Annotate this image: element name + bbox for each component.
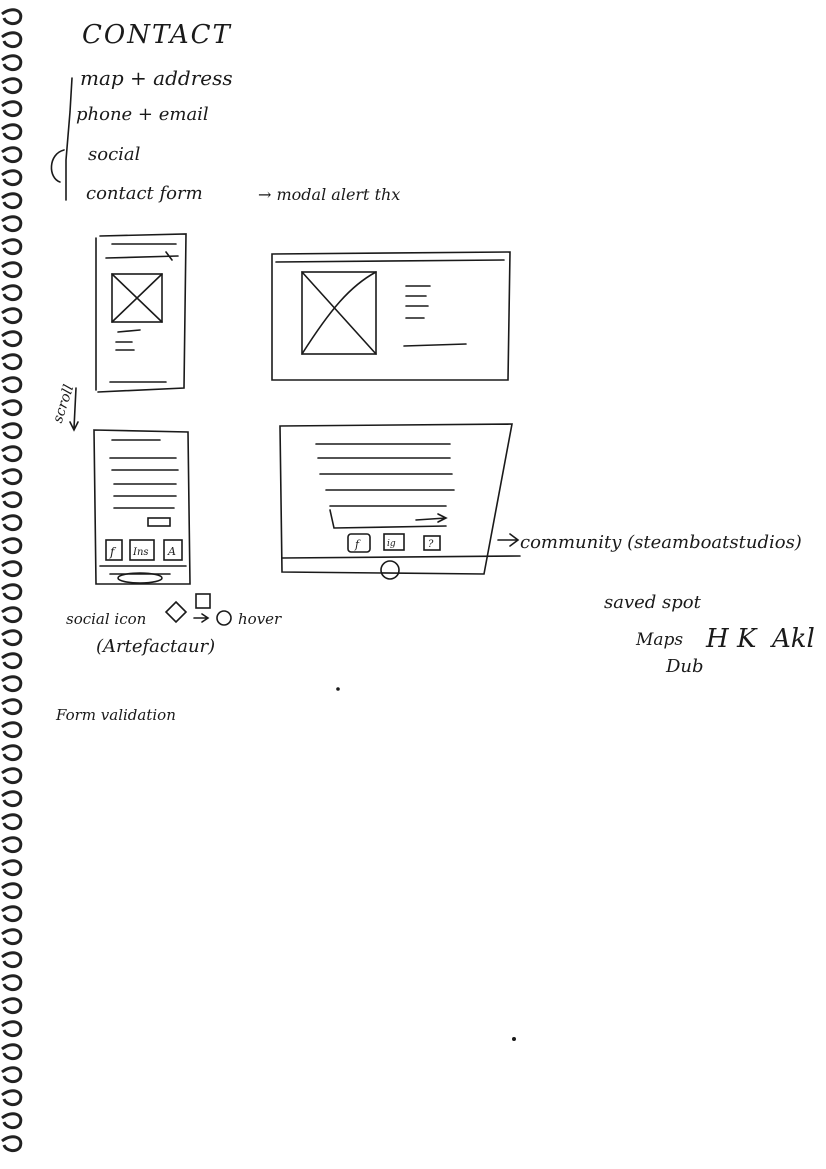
label-social-icon: social icon (66, 610, 147, 628)
label-hk: H K (706, 624, 757, 654)
spiral-ring (1, 376, 23, 394)
label-hover: hover (238, 610, 282, 628)
spiral-ring (1, 330, 23, 348)
page-title: CONTACT (82, 20, 232, 50)
spiral-binding (1, 8, 23, 1153)
note-map-address: map + address (80, 66, 233, 90)
spiral-ring (1, 422, 23, 440)
mobile-wireframe-form (93, 429, 191, 585)
hover-arrow (193, 613, 210, 623)
spiral-ring (1, 146, 23, 164)
note-modal-alert: → modal alert thx (258, 185, 401, 204)
spiral-ring (1, 767, 23, 785)
spiral-ring (1, 399, 23, 417)
spiral-ring (1, 652, 23, 670)
spiral-ring (1, 537, 23, 555)
spiral-ring (1, 468, 23, 486)
spiral-ring (1, 353, 23, 371)
spiral-ring (1, 813, 23, 831)
spiral-ring (1, 882, 23, 900)
note-social: social (88, 144, 141, 165)
desktop-wireframe-form (279, 423, 521, 580)
spiral-ring (1, 77, 23, 95)
spiral-ring (1, 1020, 23, 1038)
spiral-ring (1, 8, 23, 26)
spiral-ring (1, 215, 23, 233)
note-contact-form: contact form (86, 183, 203, 204)
notes-bracket (65, 77, 73, 201)
spiral-ring (1, 1066, 23, 1084)
square-icon (195, 593, 211, 609)
spiral-ring (1, 307, 23, 325)
spiral-ring (1, 1135, 23, 1153)
spiral-ring (1, 1112, 23, 1130)
community-arrow (497, 533, 520, 547)
notes-curl-arrow (50, 149, 65, 183)
spiral-ring (1, 284, 23, 302)
label-dub: Dub (666, 656, 704, 677)
spiral-ring (1, 54, 23, 72)
spiral-ring (1, 169, 23, 187)
desktop-social-icon-2: ig (387, 539, 396, 549)
spiral-ring (1, 1089, 23, 1107)
spiral-ring (1, 698, 23, 716)
spiral-ring (1, 905, 23, 923)
circle-icon (216, 610, 232, 626)
spiral-ring (1, 445, 23, 463)
mobile-wireframe-top (95, 233, 187, 393)
spiral-ring (1, 31, 23, 49)
spiral-ring (1, 583, 23, 601)
note-phone-email: phone + email (76, 104, 209, 125)
spiral-ring (1, 790, 23, 808)
mobile-social-icon-3: A (167, 545, 176, 558)
label-akl: Akl (772, 624, 815, 654)
spiral-ring (1, 1043, 23, 1061)
spiral-ring (1, 560, 23, 578)
desktop-wireframe-top (271, 251, 511, 381)
spiral-ring (1, 606, 23, 624)
spiral-ring (1, 997, 23, 1015)
spiral-ring (1, 100, 23, 118)
spiral-ring (1, 928, 23, 946)
mobile-social-icon-2: Ins (132, 547, 149, 558)
spiral-ring (1, 859, 23, 877)
spiral-ring (1, 951, 23, 969)
spiral-ring (1, 238, 23, 256)
spiral-ring (1, 974, 23, 992)
spiral-ring (1, 261, 23, 279)
spiral-ring (1, 514, 23, 532)
spiral-ring (1, 721, 23, 739)
desktop-social-icon-1: f (354, 538, 361, 551)
label-saved-spot: saved spot (604, 592, 701, 613)
label-artefactaur: (Artefactaur) (96, 636, 216, 657)
spiral-ring (1, 836, 23, 854)
spiral-ring (1, 192, 23, 210)
scroll-arrow (69, 387, 79, 432)
spiral-ring (1, 675, 23, 693)
diamond-icon (164, 600, 188, 624)
spiral-ring (1, 491, 23, 509)
label-maps: Maps (636, 630, 684, 650)
spiral-ring (1, 123, 23, 141)
spiral-ring (1, 629, 23, 647)
desktop-social-icon-3: ? (428, 539, 434, 550)
mobile-social-icon-1: f (109, 545, 117, 559)
spiral-ring (1, 744, 23, 762)
label-community: community (steamboatstudios) (520, 532, 802, 553)
label-form-validation: Form validation (56, 706, 176, 724)
